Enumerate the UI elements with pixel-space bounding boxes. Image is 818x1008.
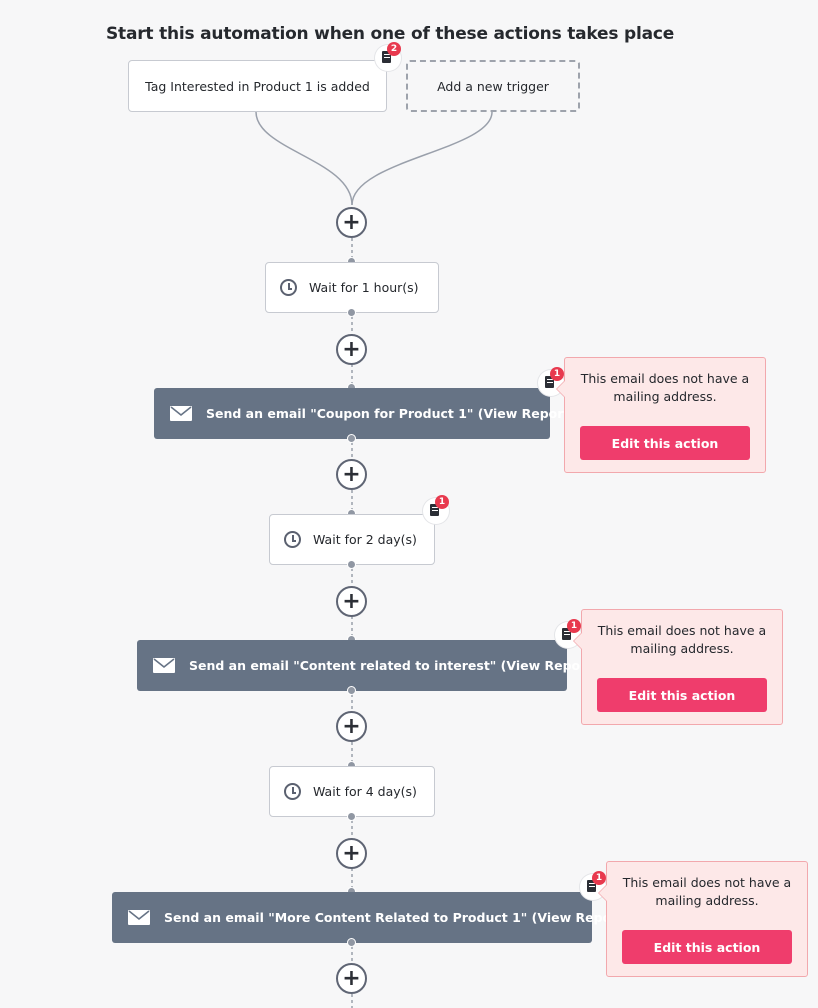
envelope-icon [153, 658, 175, 673]
add-step-button[interactable]: + [336, 334, 367, 365]
add-step-button[interactable]: + [336, 838, 367, 869]
clock-icon [284, 783, 301, 800]
badge-count: 1 [435, 495, 449, 509]
warning-popover: This email does not have a mailing addre… [556, 357, 766, 473]
envelope-icon [128, 910, 150, 925]
warning-popover: This email does not have a mailing addre… [598, 861, 808, 977]
warning-message: This email does not have a mailing addre… [580, 371, 750, 404]
warning-popover: This email does not have a mailing addre… [573, 609, 783, 725]
send-email-step[interactable]: Send an email "More Content Related to P… [112, 892, 636, 943]
connector-dot [347, 434, 356, 443]
connector-dot [347, 560, 356, 569]
trigger-connector-2 [351, 111, 493, 206]
wait-step[interactable]: Wait for 4 day(s) [269, 766, 435, 817]
add-step-button[interactable]: + [336, 711, 367, 742]
add-trigger-label: Add a new trigger [437, 78, 549, 94]
notes-icon [382, 51, 391, 63]
wait-step[interactable]: Wait for 1 hour(s) [265, 262, 439, 313]
add-step-button[interactable]: + [336, 586, 367, 617]
add-step-button[interactable]: + [336, 459, 367, 490]
badge-count: 1 [550, 367, 564, 381]
email-notes-badge[interactable]: 1 [538, 367, 564, 396]
badge-count: 2 [387, 42, 401, 56]
page-title: Start this automation when one of these … [106, 24, 675, 44]
trigger-label: Tag Interested in Product 1 is added [145, 78, 370, 94]
clock-icon [284, 531, 301, 548]
warning-message: This email does not have a mailing addre… [622, 875, 792, 908]
add-step-button[interactable]: + [336, 207, 367, 238]
clock-icon [280, 279, 297, 296]
badge-count: 1 [567, 619, 581, 633]
connector-dot [347, 686, 356, 695]
envelope-icon [170, 406, 192, 421]
edit-action-button[interactable]: Edit this action [597, 678, 767, 712]
trigger-connector-1 [255, 111, 353, 206]
trigger-tag-added[interactable]: Tag Interested in Product 1 is added [128, 60, 387, 112]
notes-icon [430, 504, 439, 516]
add-trigger-button[interactable]: Add a new trigger [406, 60, 580, 112]
badge-count: 1 [592, 871, 606, 885]
wait-label: Wait for 1 hour(s) [309, 280, 419, 295]
send-email-step[interactable]: Send an email "Coupon for Product 1" (Vi… [154, 388, 583, 439]
notes-icon [562, 628, 571, 640]
connector-dot [347, 308, 356, 317]
warning-message: This email does not have a mailing addre… [597, 623, 767, 656]
wait-notes-badge[interactable]: 1 [423, 495, 449, 524]
wait-label: Wait for 2 day(s) [313, 532, 417, 547]
edit-action-button[interactable]: Edit this action [622, 930, 792, 964]
send-email-step[interactable]: Send an email "Content related to intere… [137, 640, 605, 691]
email-label: Send an email "Coupon for Product 1" (Vi… [206, 406, 583, 421]
wait-label: Wait for 4 day(s) [313, 784, 417, 799]
email-label: Send an email "Content related to intere… [189, 658, 606, 673]
notes-icon [545, 376, 554, 388]
connector-dot [347, 938, 356, 947]
trigger-notes-badge[interactable]: 2 [375, 42, 401, 71]
edit-action-button[interactable]: Edit this action [580, 426, 750, 460]
add-step-button[interactable]: + [336, 963, 367, 994]
connector-dot [347, 812, 356, 821]
notes-icon [587, 880, 596, 892]
wait-step[interactable]: Wait for 2 day(s) [269, 514, 435, 565]
email-label: Send an email "More Content Related to P… [164, 910, 637, 925]
